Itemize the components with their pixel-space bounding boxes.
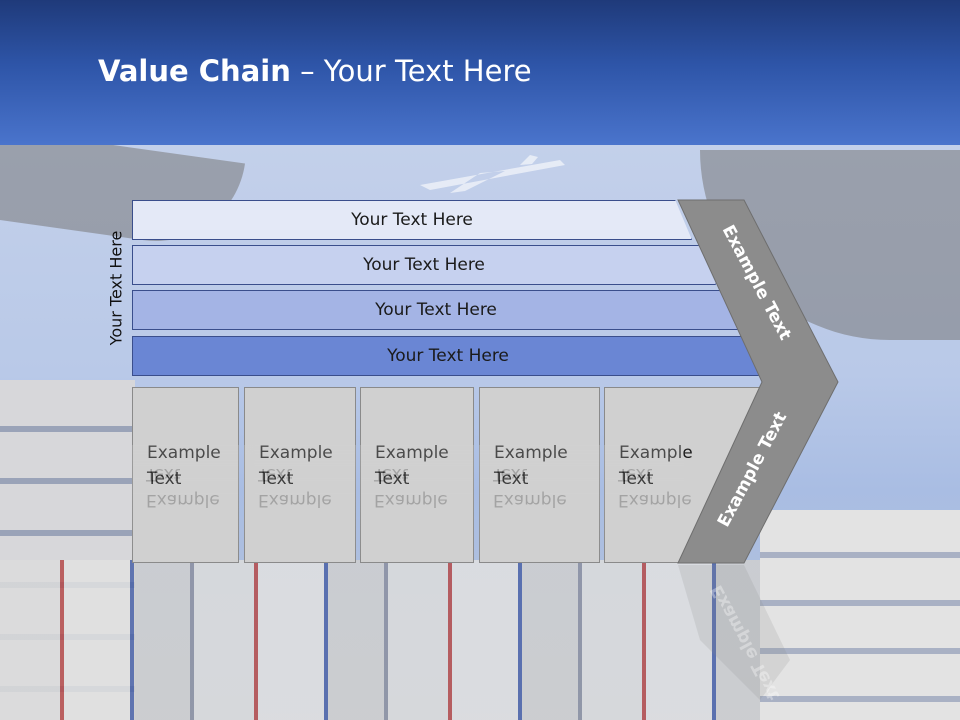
chevron-shape <box>677 199 839 564</box>
airplane-icon <box>410 155 570 195</box>
bar-4: Your Text Here <box>132 336 764 376</box>
bar-3: Your Text Here <box>132 290 740 330</box>
chevron-reflection <box>678 565 790 700</box>
activity-box-5-label: Example Text <box>619 443 693 489</box>
bar-2-label: Your Text Here <box>363 255 485 275</box>
bar-4-label: Your Text Here <box>387 346 509 366</box>
bar-1: Your Text Here <box>132 200 692 240</box>
bar-3-label: Your Text Here <box>375 300 497 320</box>
activity-box-3: Example Text <box>360 387 474 563</box>
activity-box-2-label: Example Text <box>259 443 333 489</box>
header-band <box>0 0 960 145</box>
activity-box-4-label: Example Text <box>494 443 568 489</box>
bar-2: Your Text Here <box>132 245 716 285</box>
title-bold: Value Chain <box>98 54 291 88</box>
activity-box-4: Example Text <box>479 387 600 563</box>
activity-box-1-label: Example Text <box>147 443 221 489</box>
activity-box-3-label: Example Text <box>375 443 449 489</box>
bar-1-label: Your Text Here <box>351 210 473 230</box>
container-stack-right <box>760 510 960 720</box>
activity-box-1: Example Text <box>132 387 239 563</box>
page-title: Value Chain – Your Text Here <box>98 54 532 88</box>
activity-box-2: Example Text <box>244 387 356 563</box>
title-rest: – Your Text Here <box>290 54 532 88</box>
